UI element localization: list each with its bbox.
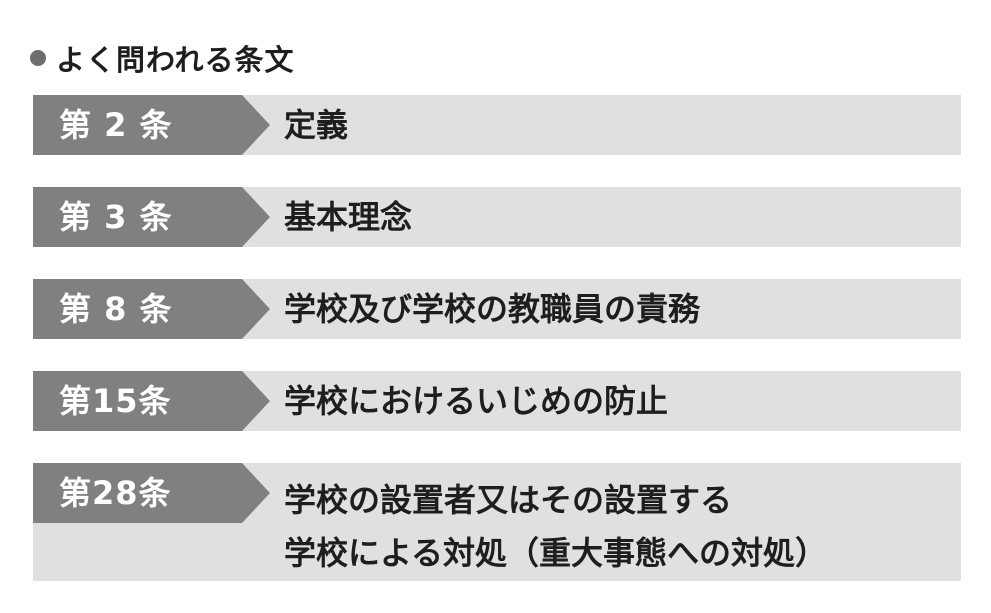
article-title: 学校の設置者又はその設置する 学校による対処（重大事態への対処）: [284, 474, 941, 580]
article-number: 第 3 条: [59, 198, 173, 236]
article-number-badge: 第 8 条: [33, 279, 270, 339]
article-row-2: 第 2 条 定義: [33, 95, 961, 155]
article-number: 第28条: [59, 474, 172, 512]
chevron-right-icon: [242, 95, 270, 155]
article-number: 第 8 条: [59, 290, 173, 328]
article-row-15: 第15条 学校におけるいじめの防止: [33, 371, 961, 431]
article-row-8: 第 8 条 学校及び学校の教職員の責務: [33, 279, 961, 339]
article-title: 学校におけるいじめの防止: [284, 382, 669, 420]
article-row-3: 第 3 条 基本理念: [33, 187, 961, 247]
chevron-right-icon: [242, 279, 270, 339]
section-heading: よく問われる条文: [30, 38, 295, 78]
article-title: 学校及び学校の教職員の責務: [284, 290, 701, 328]
chevron-right-icon: [242, 371, 270, 431]
article-row-28: 第28条 学校の設置者又はその設置する 学校による対処（重大事態への対処）: [33, 463, 961, 581]
section-heading-text: よく問われる条文: [56, 43, 295, 77]
chevron-right-icon: [242, 463, 270, 523]
chevron-right-icon: [242, 187, 270, 247]
article-number-badge: 第 3 条: [33, 187, 270, 247]
article-title: 基本理念: [284, 198, 413, 236]
article-number-badge: 第28条: [33, 463, 270, 523]
article-title-line-1: 学校の設置者又はその設置する: [284, 481, 733, 519]
article-number: 第15条: [59, 382, 172, 420]
article-title-line-2: 学校による対処（重大事態への対処）: [284, 534, 828, 572]
article-number: 第 2 条: [59, 106, 173, 144]
article-title: 定義: [284, 106, 349, 144]
article-number-badge: 第 2 条: [33, 95, 270, 155]
bullet-dot-icon: [30, 50, 46, 66]
article-number-badge: 第15条: [33, 371, 270, 431]
